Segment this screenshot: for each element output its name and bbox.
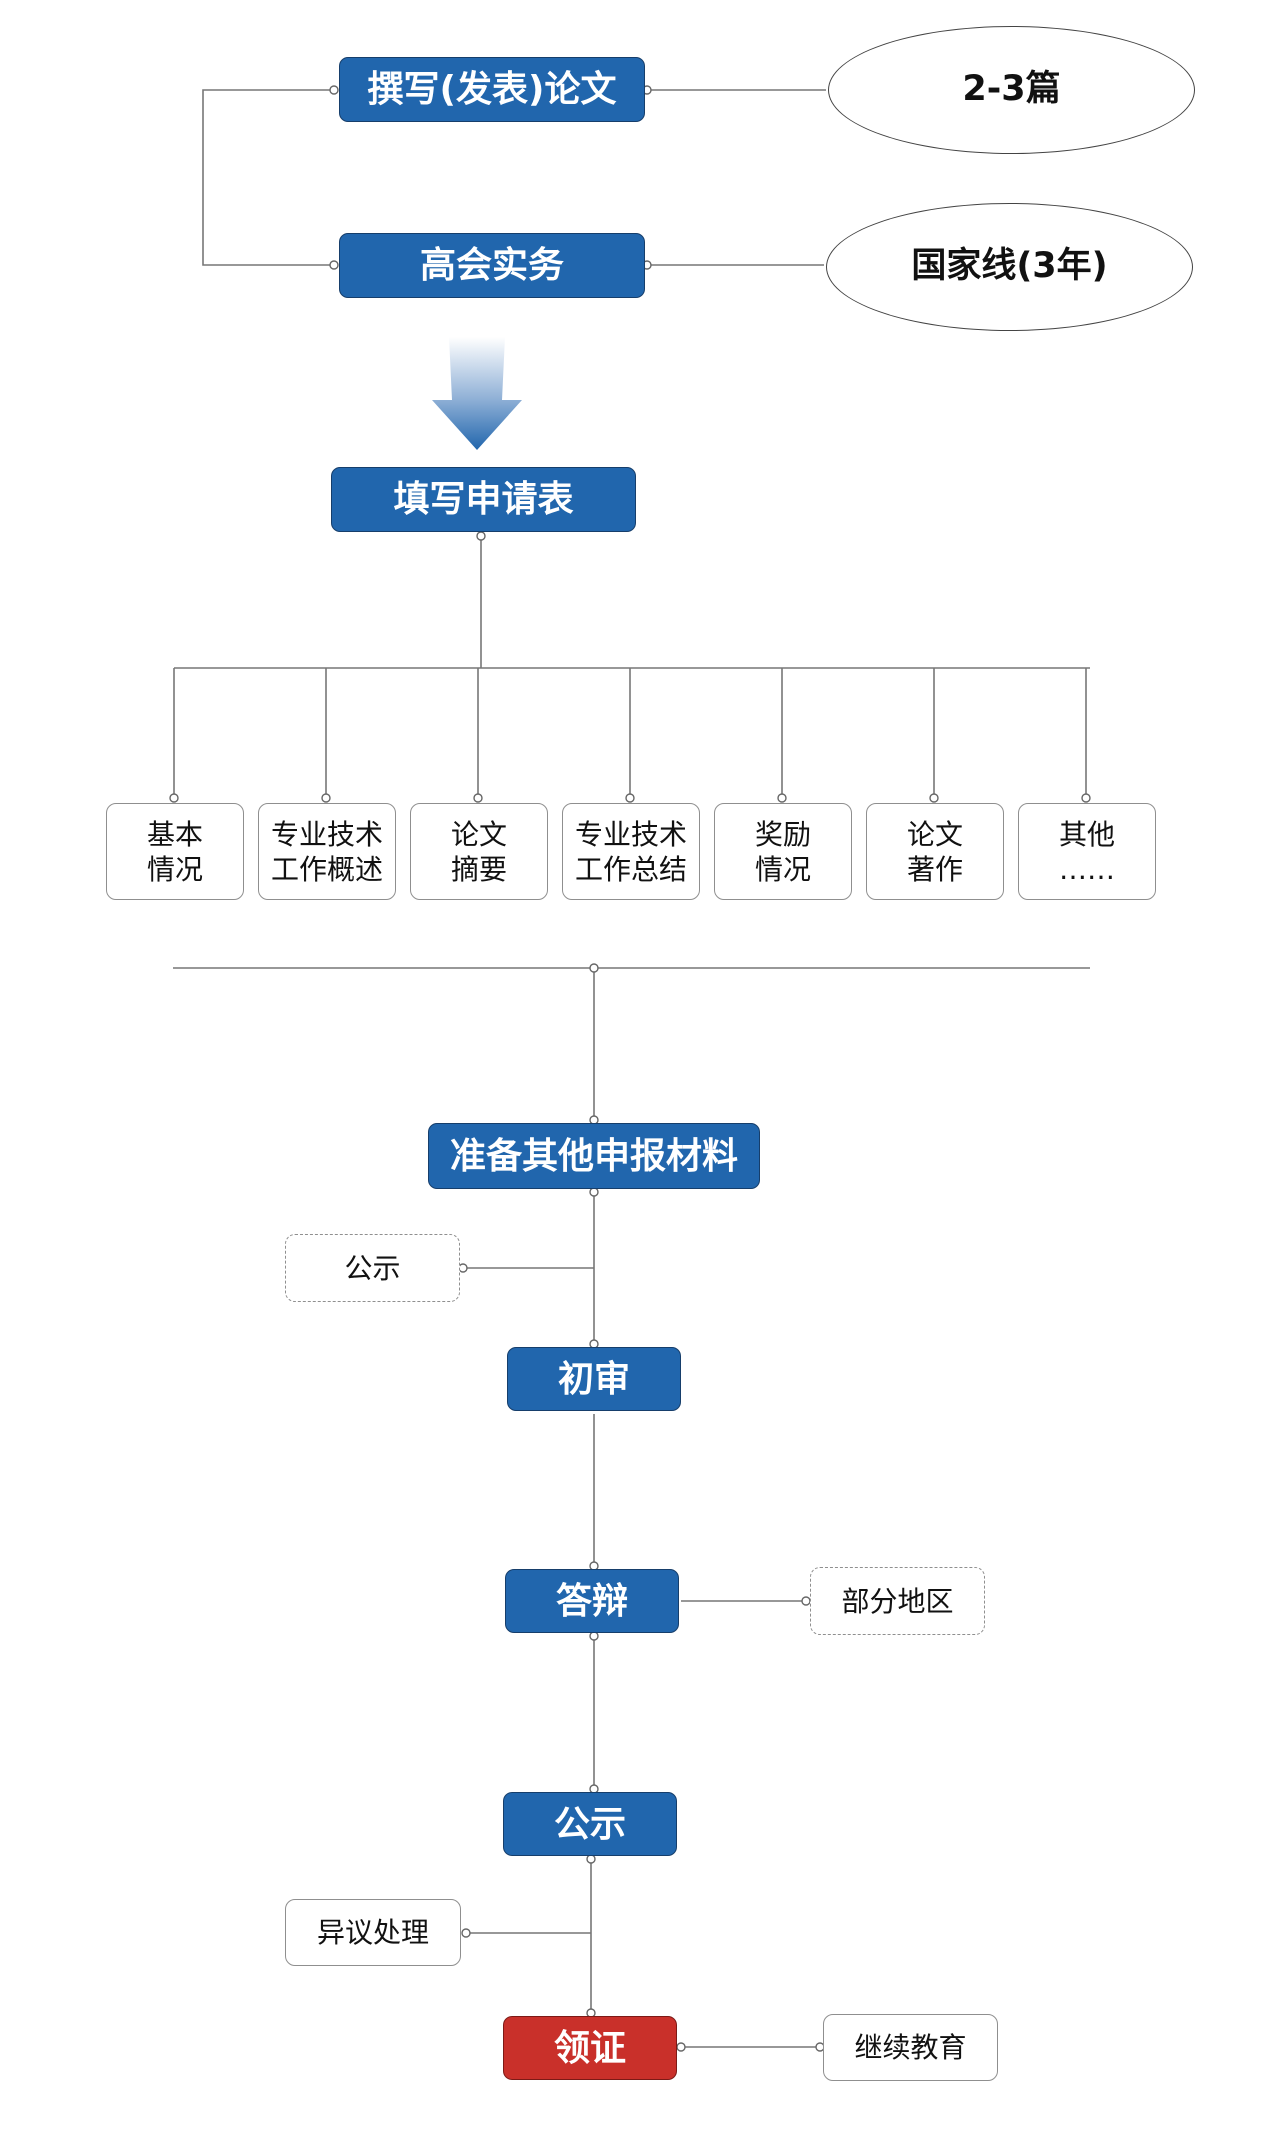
- paper-node: 撰写(发表)论文: [339, 57, 645, 122]
- prepare-materials-node: 准备其他申报材料: [428, 1123, 760, 1189]
- certificate-node: 领证: [503, 2016, 677, 2080]
- defense-node: 答辩: [505, 1569, 679, 1633]
- application-form-node: 填写申请表: [331, 467, 636, 532]
- initial-review-node: 初审: [507, 1347, 681, 1411]
- section-basic-info: 基本 情况: [106, 803, 244, 900]
- practice-note-ellipse: 国家线(3年): [826, 203, 1193, 331]
- practice-node: 高会实务: [339, 233, 645, 298]
- objection-box: 异议处理: [285, 1899, 461, 1966]
- paper-note-ellipse: 2-3篇: [828, 26, 1195, 154]
- down-arrow-icon: [432, 337, 522, 450]
- section-work-overview: 专业技术 工作概述: [258, 803, 396, 900]
- regional-note-box: 部分地区: [810, 1567, 985, 1635]
- section-paper-abstract: 论文 摘要: [410, 803, 548, 900]
- publicity-node: 公示: [503, 1792, 677, 1856]
- section-other: 其他 ……: [1018, 803, 1156, 900]
- continuing-education-box: 继续教育: [823, 2014, 998, 2081]
- publicity-note-box: 公示: [285, 1234, 460, 1302]
- section-awards: 奖励 情况: [714, 803, 852, 900]
- section-publications: 论文 著作: [866, 803, 1004, 900]
- section-work-summary: 专业技术 工作总结: [562, 803, 700, 900]
